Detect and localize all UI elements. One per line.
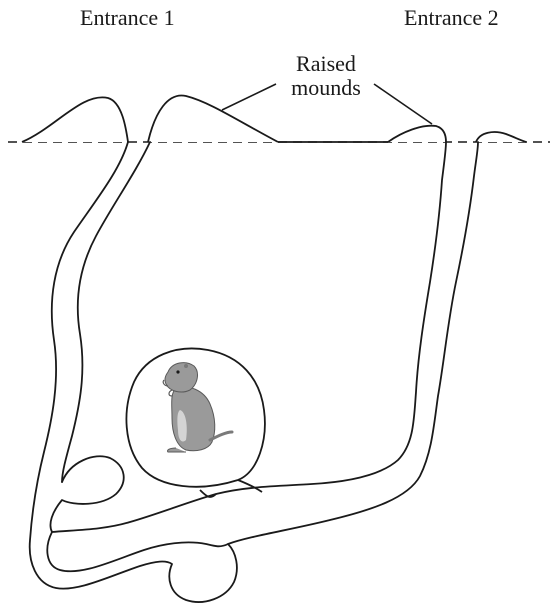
- label-raised-mounds-line2: mounds: [256, 76, 396, 100]
- mound-right: [148, 95, 278, 142]
- mound-far-right: [476, 132, 526, 142]
- label-entrance-1: Entrance 1: [80, 6, 175, 30]
- tunnel-outer-wall: [30, 142, 478, 602]
- label-raised-mounds: Raised mounds: [256, 52, 396, 100]
- mound-entrance-2: [388, 126, 446, 142]
- label-raised-mounds-line1: Raised: [256, 52, 396, 76]
- lower-tunnel-inner: [47, 532, 228, 571]
- burrow-tunnel: [30, 142, 478, 602]
- mound-left: [22, 97, 128, 142]
- label-entrance-2: Entrance 2: [404, 6, 499, 30]
